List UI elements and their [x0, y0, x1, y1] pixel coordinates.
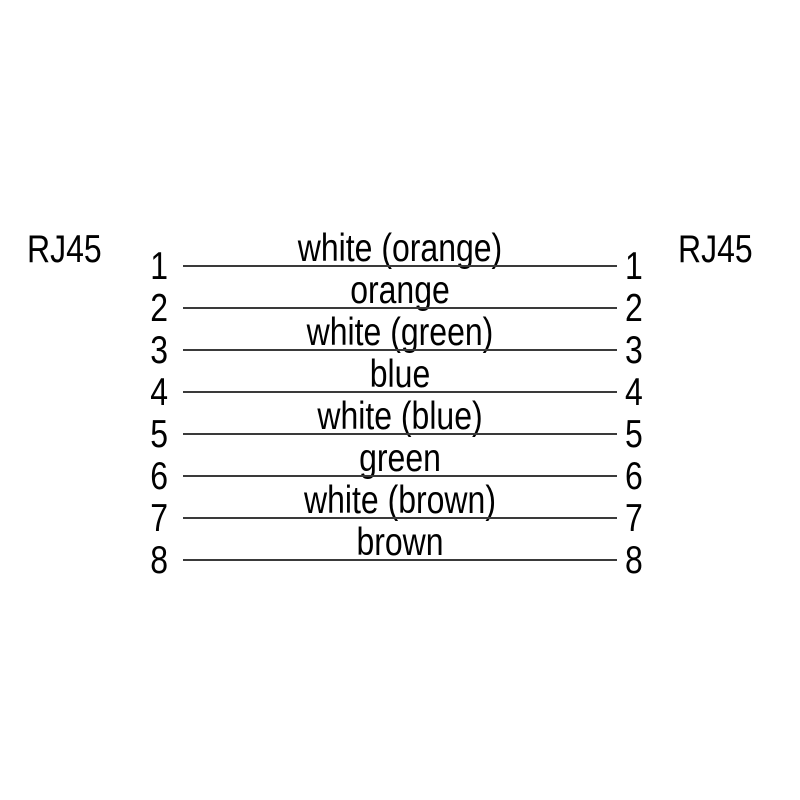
wire-color-label: white (blue) [317, 395, 483, 438]
wire-line [183, 349, 617, 351]
wire-line [183, 265, 617, 267]
pin-number-left: 3 [150, 329, 168, 372]
wire-color-label: green [359, 437, 441, 480]
pin-number-right: 5 [625, 413, 643, 456]
wire-line [183, 307, 617, 309]
connector-label-right: RJ45 [678, 228, 753, 271]
wire-line [183, 433, 617, 435]
pin-number-right: 1 [625, 245, 643, 288]
pin-number-left: 4 [150, 371, 168, 414]
wire-color-label: orange [350, 269, 450, 312]
wire-color-label: blue [369, 353, 431, 396]
pin-number-right: 3 [625, 329, 643, 372]
pin-number-left: 7 [150, 497, 168, 540]
pin-number-right: 4 [625, 371, 643, 414]
pin-number-left: 8 [150, 539, 168, 582]
pin-number-right: 6 [625, 455, 643, 498]
pin-number-left: 5 [150, 413, 168, 456]
wire-color-label: white (brown) [304, 479, 496, 522]
pin-number-right: 7 [625, 497, 643, 540]
pin-number-left: 2 [150, 287, 168, 330]
wire-line [183, 475, 617, 477]
wire-color-label: white (green) [306, 311, 494, 354]
wire-line [183, 517, 617, 519]
connector-label-left: RJ45 [27, 228, 102, 271]
pin-number-left: 1 [150, 245, 168, 288]
pin-number-right: 8 [625, 539, 643, 582]
wire-line [183, 391, 617, 393]
pin-number-left: 6 [150, 455, 168, 498]
wire-color-label: brown [356, 521, 444, 564]
wire-line [183, 559, 617, 561]
pin-number-right: 2 [625, 287, 643, 330]
wire-color-label: white (orange) [297, 227, 503, 270]
